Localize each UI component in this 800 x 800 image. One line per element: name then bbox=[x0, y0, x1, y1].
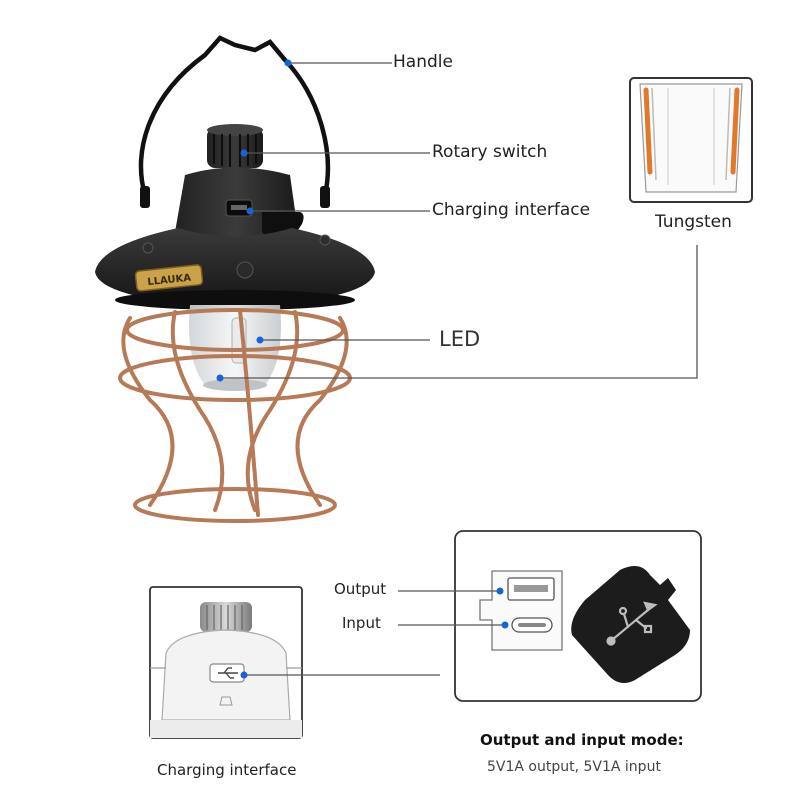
label-tungsten: Tungsten bbox=[655, 212, 732, 232]
brand-badge-text: LLAUKA bbox=[147, 273, 192, 289]
leader-lines bbox=[220, 62, 698, 379]
handle-hinge-left bbox=[140, 186, 150, 208]
ports-inset bbox=[454, 530, 702, 702]
leader-dot-bottom-charging bbox=[240, 671, 248, 679]
tungsten-filament-right bbox=[730, 87, 740, 175]
label-mode-detail: 5V1A output, 5V1A input bbox=[487, 759, 661, 775]
leader-dots bbox=[216, 59, 292, 382]
label-charging-interface-top: Charging interface bbox=[432, 200, 591, 220]
label-rotary-switch: Rotary switch bbox=[432, 142, 548, 162]
leader-dot-output bbox=[496, 587, 504, 595]
label-input: Input bbox=[342, 614, 381, 632]
copper-cage bbox=[118, 308, 352, 523]
charging-interface-inset bbox=[149, 586, 303, 739]
usb-icon bbox=[606, 601, 658, 646]
rotary-switch-top bbox=[207, 124, 263, 136]
lantern: LLAUKA bbox=[95, 35, 375, 523]
label-mode-title: Output and input mode: bbox=[480, 731, 684, 749]
leader-dot-input bbox=[501, 621, 509, 629]
handle-hinge-right bbox=[320, 186, 330, 208]
tungsten-inset bbox=[629, 77, 753, 203]
brand-badge bbox=[134, 264, 204, 292]
label-charging-interface-bottom: Charging interface bbox=[157, 761, 297, 779]
label-output: Output bbox=[334, 580, 387, 598]
label-handle: Handle bbox=[393, 52, 453, 72]
handle-wire bbox=[138, 35, 330, 198]
label-led: LED bbox=[439, 327, 481, 351]
tungsten-filament-left bbox=[643, 87, 653, 175]
